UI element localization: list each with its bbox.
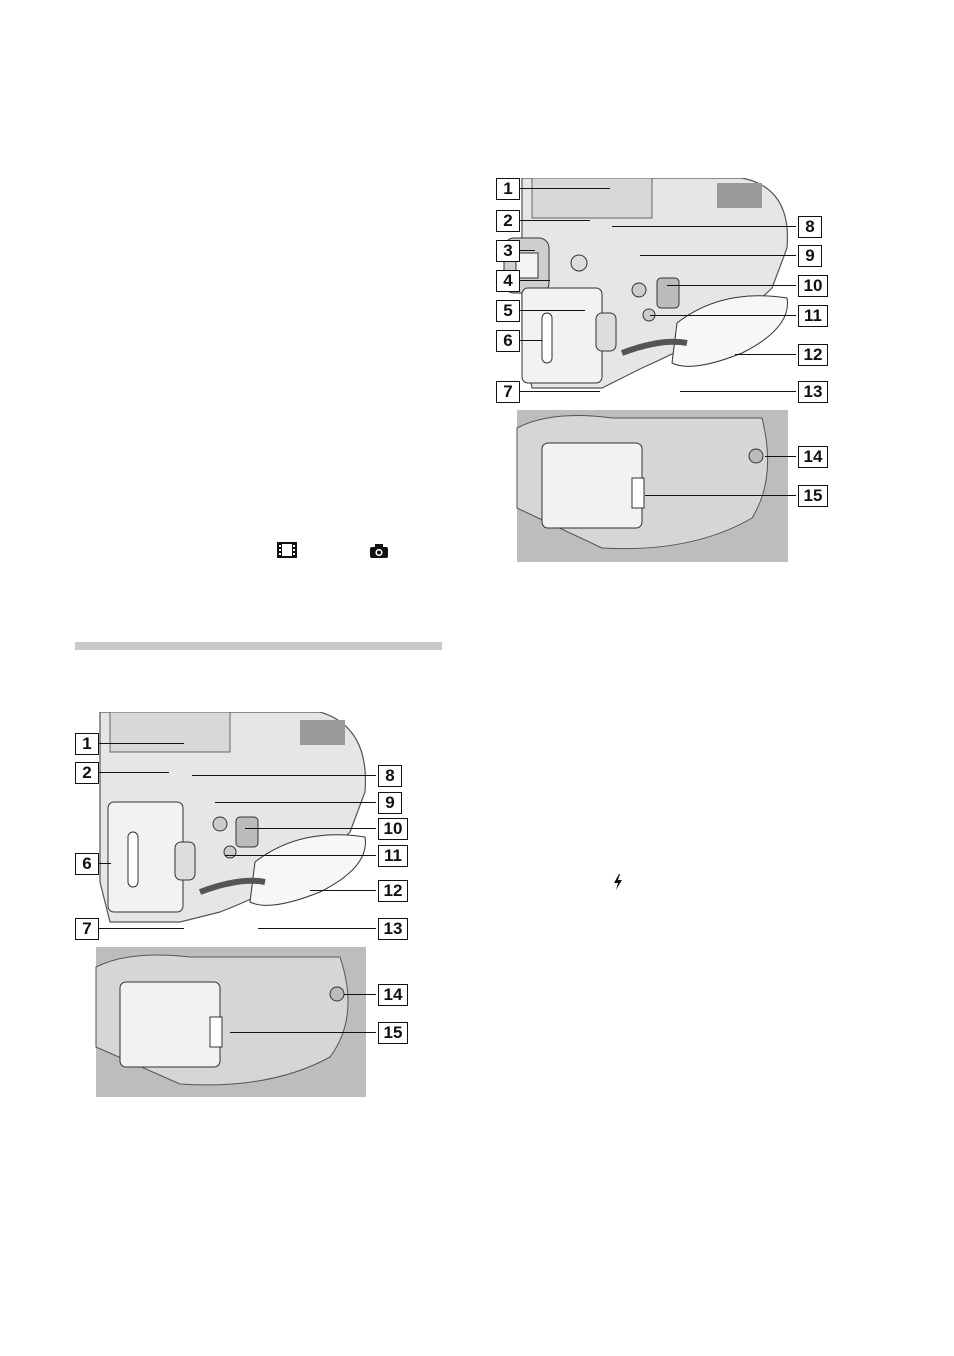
callout-10: 10 [798,275,828,297]
camcorder-illustration [80,712,370,1097]
callout-14: 14 [798,446,828,468]
leader-line [230,1032,376,1033]
callout-13: 13 [798,381,828,403]
callout-11: 11 [378,845,408,867]
leader-line [765,456,796,457]
callout-15: 15 [798,485,828,507]
section-rule [75,642,442,650]
callout-1: 1 [496,178,520,200]
leader-line [640,255,796,256]
leader-line [612,226,796,227]
leader-line [735,354,796,355]
callout-12: 12 [378,880,408,902]
leader-line [650,315,796,316]
film-icon [277,542,297,558]
leader-line [645,495,796,496]
callout-9: 9 [378,792,402,814]
leader-line [520,391,600,392]
leader-line [99,863,111,864]
callout-6: 6 [496,330,520,352]
camera-icon [369,543,389,559]
callout-4: 4 [496,270,520,292]
leader-line [344,994,376,995]
leader-line [520,250,535,251]
leader-line [520,188,610,189]
callout-13: 13 [378,918,408,940]
leader-line [245,828,376,829]
callout-9: 9 [798,245,822,267]
callout-12: 12 [798,344,828,366]
leader-line [520,310,585,311]
callout-5: 5 [496,300,520,322]
leader-line [520,280,550,281]
callout-7: 7 [496,381,520,403]
leader-line [310,890,376,891]
callout-14: 14 [378,984,408,1006]
leader-line [192,775,376,776]
callout-6: 6 [75,853,99,875]
camcorder-figure-bottom [80,712,370,1097]
leader-line [258,928,376,929]
flash-icon [613,874,623,890]
leader-line [99,743,184,744]
leader-line [225,855,376,856]
leader-line [680,391,796,392]
leader-line [667,285,796,286]
callout-15: 15 [378,1022,408,1044]
camcorder-figure-top [492,178,827,563]
callout-8: 8 [378,765,402,787]
callout-7: 7 [75,918,99,940]
leader-line [99,928,184,929]
callout-3: 3 [496,240,520,262]
callout-1: 1 [75,733,99,755]
leader-line [215,802,376,803]
callout-8: 8 [798,216,822,238]
leader-line [99,772,169,773]
camcorder-illustration [492,178,827,563]
leader-line [520,340,542,341]
callout-2: 2 [496,210,520,232]
callout-11: 11 [798,305,828,327]
callout-10: 10 [378,818,408,840]
leader-line [520,220,590,221]
callout-2: 2 [75,762,99,784]
